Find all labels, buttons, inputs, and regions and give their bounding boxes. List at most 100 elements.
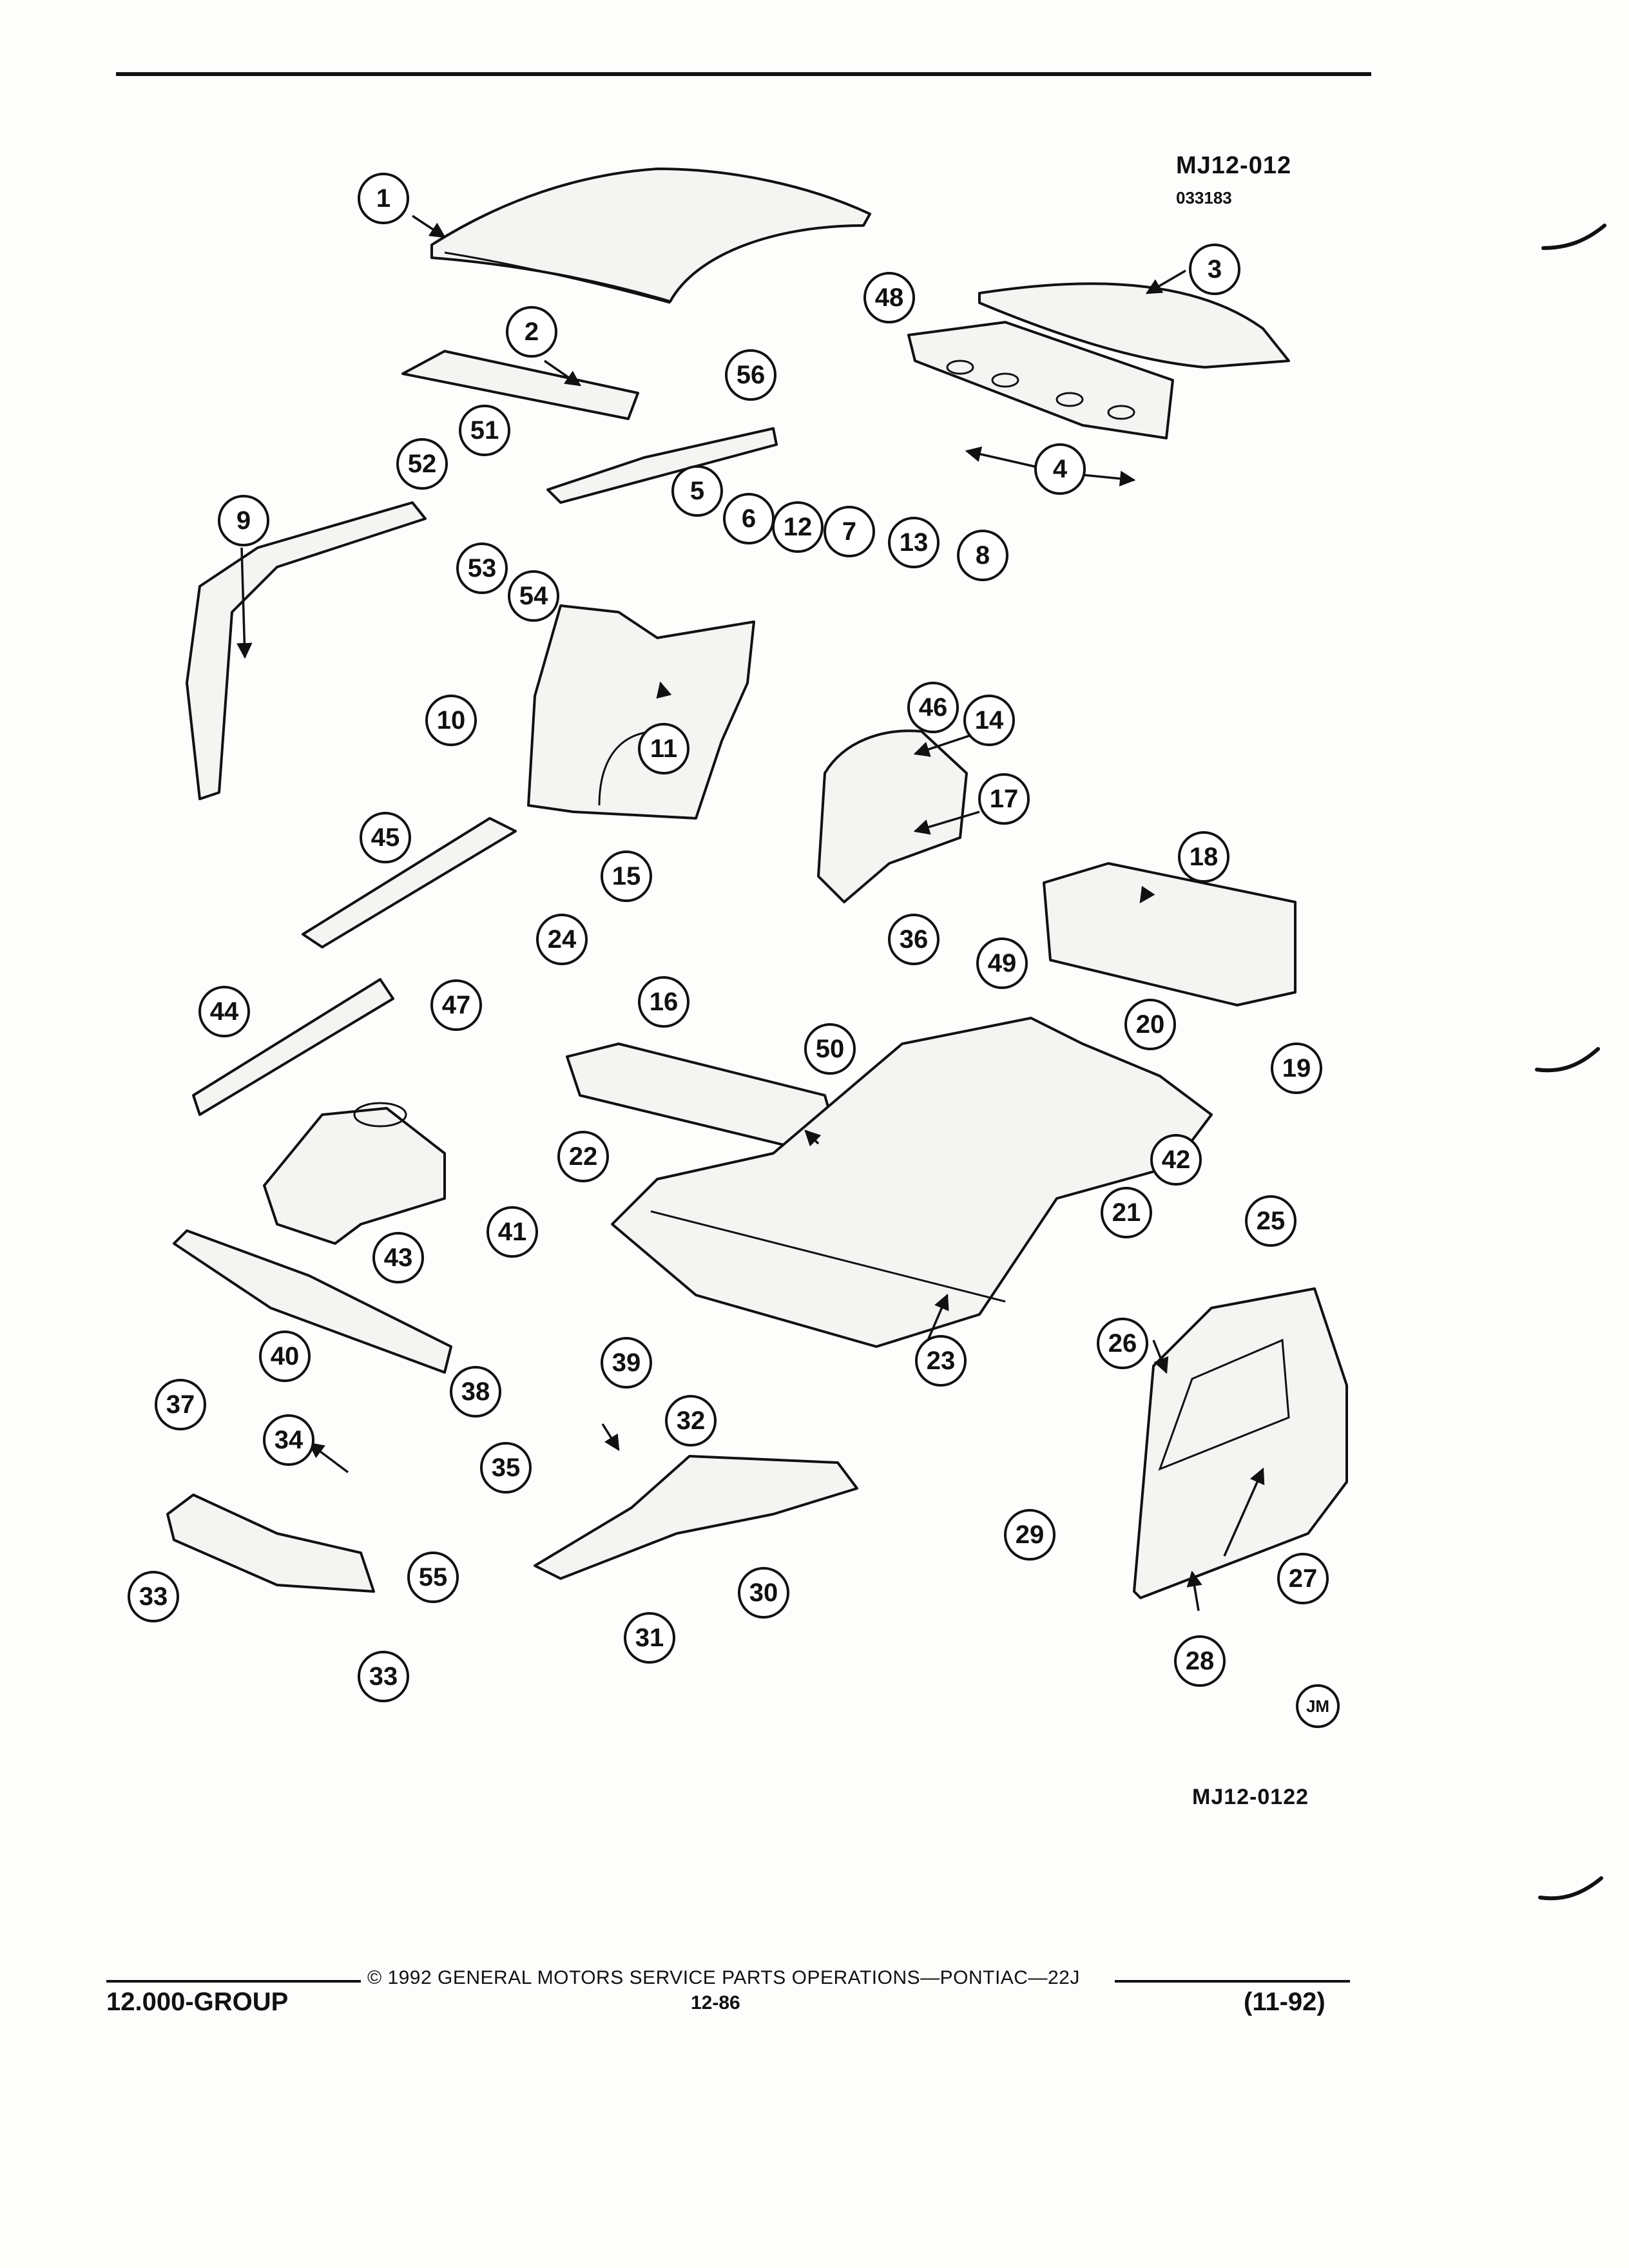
callout-15: 15 xyxy=(601,850,652,902)
callout-3: 3 xyxy=(1189,244,1240,295)
svg-text:8: 8 xyxy=(976,541,990,570)
callout-33-right: 33 xyxy=(358,1651,409,1702)
svg-text:27: 27 xyxy=(1289,1564,1318,1593)
callout-10: 10 xyxy=(425,695,477,746)
callout-9: 9 xyxy=(218,495,269,546)
callout-33-left: 33 xyxy=(128,1571,179,1622)
callout-55: 55 xyxy=(407,1552,459,1603)
callout-20: 20 xyxy=(1124,999,1176,1050)
footer-page-number: 12-86 xyxy=(691,1992,740,2013)
svg-text:35: 35 xyxy=(492,1454,521,1482)
svg-text:41: 41 xyxy=(498,1218,527,1246)
svg-text:25: 25 xyxy=(1257,1207,1286,1235)
callout-12: 12 xyxy=(772,501,824,553)
svg-text:21: 21 xyxy=(1112,1198,1141,1227)
floor-pan xyxy=(611,1017,1213,1348)
svg-text:46: 46 xyxy=(919,693,948,722)
callout-5: 5 xyxy=(671,465,723,517)
sill-panel xyxy=(192,978,394,1116)
svg-text:1: 1 xyxy=(376,184,390,213)
callout-23: 23 xyxy=(915,1335,967,1387)
svg-text:48: 48 xyxy=(875,284,904,312)
svg-text:33: 33 xyxy=(369,1662,398,1691)
svg-text:5: 5 xyxy=(690,477,704,505)
svg-text:52: 52 xyxy=(408,450,437,478)
callout-28: 28 xyxy=(1174,1635,1226,1687)
callout-45: 45 xyxy=(360,812,411,863)
svg-text:17: 17 xyxy=(990,785,1019,813)
callout-2: 2 xyxy=(506,306,557,358)
callout-48: 48 xyxy=(863,272,915,323)
svg-text:32: 32 xyxy=(677,1407,706,1435)
svg-text:13: 13 xyxy=(900,528,929,557)
top-rule xyxy=(116,72,1371,76)
svg-text:53: 53 xyxy=(468,554,497,582)
callout-29: 29 xyxy=(1004,1509,1055,1561)
callout-41: 41 xyxy=(487,1206,538,1258)
callout-31: 31 xyxy=(624,1612,675,1664)
callout-22: 22 xyxy=(557,1131,609,1182)
callout-43: 43 xyxy=(372,1232,424,1283)
figure-code: MJ12-012 xyxy=(1176,152,1292,179)
svg-text:54: 54 xyxy=(519,582,548,610)
callout-24: 24 xyxy=(536,914,588,965)
svg-text:16: 16 xyxy=(650,988,679,1016)
svg-text:31: 31 xyxy=(635,1624,664,1652)
callout-51: 51 xyxy=(459,405,510,456)
callout-42: 42 xyxy=(1150,1134,1202,1186)
svg-text:39: 39 xyxy=(612,1349,641,1377)
svg-text:JM: JM xyxy=(1306,1696,1329,1716)
svg-text:18: 18 xyxy=(1190,843,1219,871)
svg-text:7: 7 xyxy=(842,517,856,546)
callout-56: 56 xyxy=(725,349,776,401)
callout-50: 50 xyxy=(804,1023,856,1075)
callout-26: 26 xyxy=(1097,1318,1148,1369)
svg-text:42: 42 xyxy=(1162,1146,1191,1174)
quarter-panel xyxy=(527,604,755,820)
footer-group: 12.000-GROUP xyxy=(106,1988,289,2016)
svg-text:36: 36 xyxy=(900,925,929,954)
svg-text:43: 43 xyxy=(384,1244,413,1272)
svg-text:33: 33 xyxy=(139,1582,168,1611)
svg-text:44: 44 xyxy=(210,997,239,1026)
callout-7: 7 xyxy=(824,506,875,557)
svg-text:40: 40 xyxy=(271,1342,300,1370)
svg-text:55: 55 xyxy=(419,1563,448,1591)
svg-text:12: 12 xyxy=(784,513,813,541)
front-strut-tower xyxy=(263,1102,446,1245)
callout-36: 36 xyxy=(888,914,940,965)
wheelhouse-inner xyxy=(817,729,968,903)
svg-text:22: 22 xyxy=(569,1142,598,1171)
callout-54: 54 xyxy=(508,570,559,622)
callout-37: 37 xyxy=(155,1379,206,1430)
callout-25: 25 xyxy=(1245,1195,1296,1247)
svg-text:50: 50 xyxy=(816,1035,845,1063)
svg-text:37: 37 xyxy=(166,1390,195,1419)
callout-52: 52 xyxy=(396,438,448,490)
svg-text:51: 51 xyxy=(470,416,499,445)
svg-text:10: 10 xyxy=(437,706,466,735)
binding-mark-bottom xyxy=(1538,1876,1603,1901)
callout-8: 8 xyxy=(957,530,1008,581)
callout-17: 17 xyxy=(978,773,1030,825)
svg-text:34: 34 xyxy=(275,1426,304,1454)
rear-shelf-panel xyxy=(907,321,1174,439)
svg-text:3: 3 xyxy=(1208,255,1222,284)
binding-mark-top xyxy=(1541,224,1606,250)
svg-text:14: 14 xyxy=(975,706,1004,735)
callout-40: 40 xyxy=(259,1331,311,1382)
deck-lid xyxy=(978,282,1290,369)
svg-text:26: 26 xyxy=(1108,1329,1137,1358)
callout-44: 44 xyxy=(198,986,250,1037)
callout-32: 32 xyxy=(665,1395,717,1446)
callout-14: 14 xyxy=(963,695,1015,746)
rear-end-panel xyxy=(1043,862,1296,1006)
callout-19: 19 xyxy=(1271,1043,1322,1094)
svg-text:38: 38 xyxy=(461,1378,490,1406)
callout-6: 6 xyxy=(723,493,775,544)
svg-text:6: 6 xyxy=(742,505,756,533)
svg-text:47: 47 xyxy=(442,991,471,1019)
footer-rule-left xyxy=(106,1980,361,1983)
callout-49: 49 xyxy=(976,937,1028,989)
